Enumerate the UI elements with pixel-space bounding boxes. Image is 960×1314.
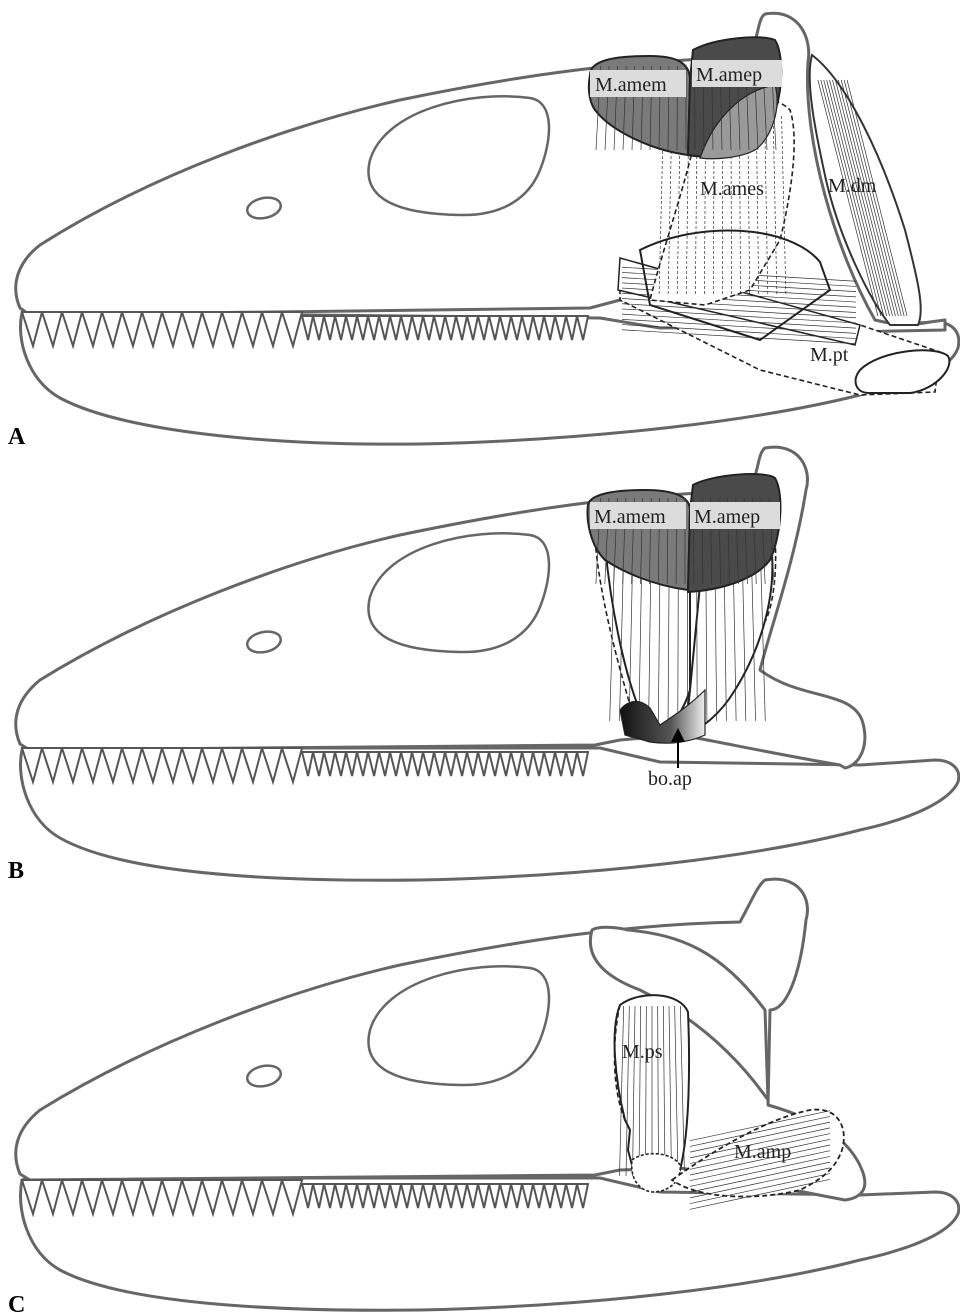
label-m-dm: M.dm [828,175,877,197]
label-m-amem-b: M.amem [594,506,666,528]
label-m-amem-a: M.amem [595,74,667,96]
label-m-amp: M.amp [734,1141,791,1163]
label-m-ps: M.ps [622,1041,663,1063]
muscle-ps-origin [632,1154,681,1192]
panel-label-b: B [8,858,24,884]
lower-jaw [21,1178,959,1310]
panel-a: M.amem M.amep M.ames M.dm M.pt A [8,13,959,450]
panel-label-a: A [8,424,26,450]
label-m-pt: M.pt [810,344,849,366]
label-m-amep-b: M.amep [694,506,760,528]
label-bo-ap: bo.ap [648,768,692,790]
lower-jaw [21,748,959,880]
panel-label-c: C [8,1292,25,1314]
panel-c: M.ps M.amp C [8,879,959,1314]
label-m-ames: M.ames [700,178,764,200]
label-m-amep-a: M.amep [696,64,762,86]
upper-skull [16,13,945,332]
panel-b: M.amem M.amep bo.ap B [8,447,959,884]
